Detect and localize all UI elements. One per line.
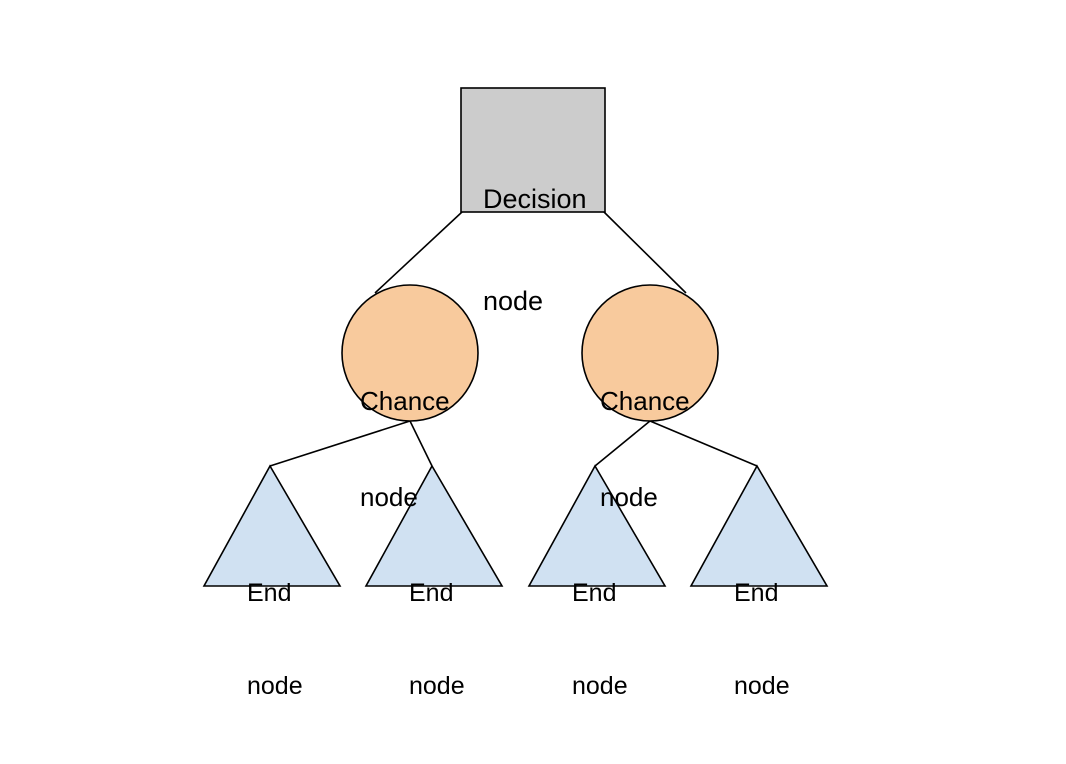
edge-decision-to-chance-left [374, 211, 463, 294]
edge-chance-right-to-end-4 [649, 420, 758, 467]
end-node-2-label-line2: node [409, 672, 465, 700]
diagram-canvas-svg [202, 87, 829, 587]
chance-node-left-shape[interactable] [341, 284, 479, 422]
end-node-3-label-line2: node [572, 672, 628, 700]
edge-group [269, 211, 758, 467]
end-node-1-label-line2: node [247, 672, 303, 700]
decision-node-shape[interactable] [460, 87, 606, 213]
edge-decision-to-chance-right [603, 211, 687, 294]
edge-chance-left-to-end-2 [409, 420, 433, 467]
chance-node-right-shape[interactable] [581, 284, 719, 422]
end-node-4-shape[interactable] [689, 464, 829, 587]
end-node-2-shape[interactable] [364, 464, 504, 587]
edge-chance-left-to-end-1 [269, 420, 411, 467]
edge-chance-right-to-end-3 [594, 420, 651, 467]
end-node-3-shape[interactable] [527, 464, 667, 587]
end-node-1-shape[interactable] [202, 464, 342, 587]
end-node-4-label-line2: node [734, 672, 790, 700]
decision-tree-diagram: Decision node Chance node Chance node En… [202, 87, 829, 700]
